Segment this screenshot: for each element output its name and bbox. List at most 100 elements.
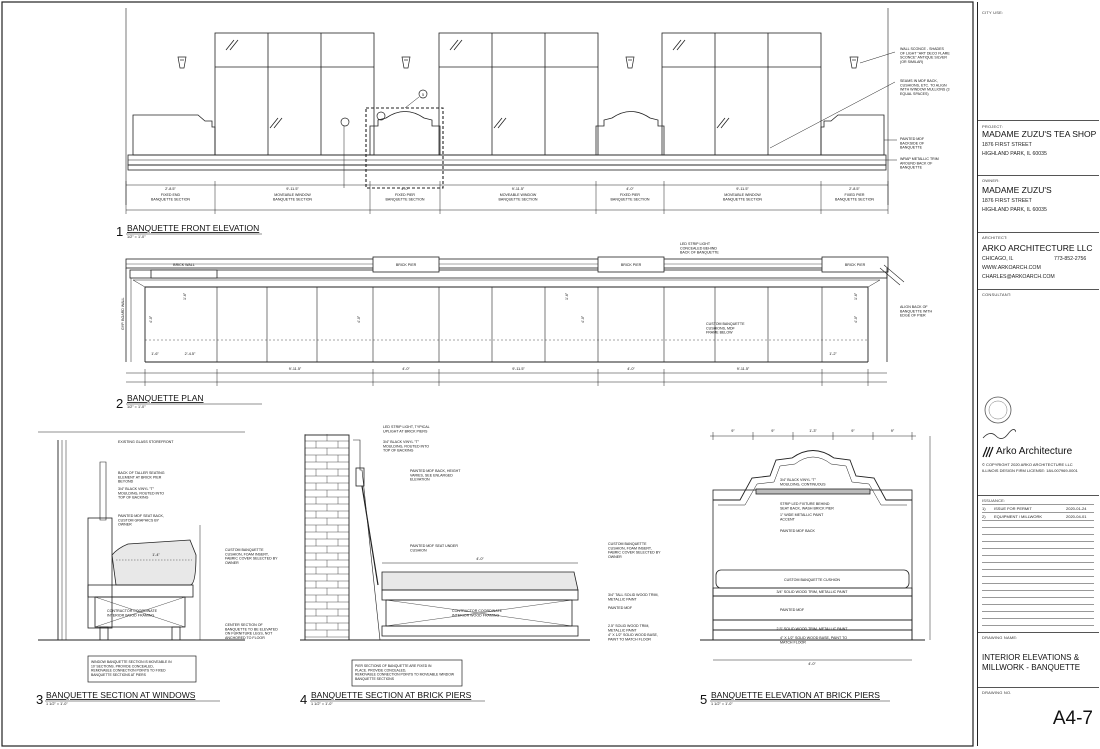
dimension-label: 4'-0" <box>808 662 816 666</box>
issuance-blank-line <box>982 597 1094 598</box>
note-text: EXISTING GLASS STOREFRONT <box>118 440 174 444</box>
architect-label: ARCHITECT: <box>982 235 1008 240</box>
dimension-label: 4'-0" <box>581 315 585 323</box>
svg-text:1 1/2" = 1'-0": 1 1/2" = 1'-0" <box>711 702 733 706</box>
dimension-label: 9" <box>731 429 735 433</box>
drawing-name-label: DRAWING NAME: <box>982 635 1018 640</box>
view-1-number: 1 <box>116 224 123 239</box>
view-titles: 1 BANQUETTE FRONT ELEVATION 1/2" = 1'-0"… <box>36 223 890 707</box>
view-4-title: BANQUETTE SECTION AT BRICK PIERS <box>311 690 472 700</box>
drawing-number: A4-7 <box>1052 708 1093 729</box>
dimension-label: 4'-0" <box>626 187 634 191</box>
architect-email: CHARLES@ARKOARCH.COM <box>982 274 1055 280</box>
issuance-blank-line <box>982 604 1094 605</box>
dimension-label: 9'-11.5" <box>736 187 749 191</box>
dimension-label: 1'-6" <box>151 352 159 356</box>
issuance-blank-line <box>982 541 1094 542</box>
project-name: MADAME ZUZU'S TEA SHOP <box>982 129 1097 139</box>
dimension-label: 9" <box>771 429 775 433</box>
issuance-blank-line <box>982 534 1094 535</box>
issuance-desc: EQUIPMENT / MILLWORK <box>994 514 1043 519</box>
issuance-desc: ISSUE FOR PERMIT <box>994 506 1032 511</box>
plan-label: BRICK PIER <box>396 263 417 267</box>
drawing-name-1: INTERIOR ELEVATIONS & <box>982 653 1080 662</box>
dimension-label: 2'-8.5" <box>849 187 860 191</box>
note-text: 3/4" TALL SOLID WOOD TRIM,METALLIC PAINT <box>608 593 658 601</box>
note-box <box>87 655 197 683</box>
view-1-title: BANQUETTE FRONT ELEVATION <box>127 223 259 233</box>
view-3-title: BANQUETTE SECTION AT WINDOWS <box>46 690 196 700</box>
issuance-blank-line <box>982 527 1094 528</box>
dimension-label: 1'-6" <box>565 292 569 300</box>
window-2 <box>438 32 599 156</box>
note-text: 4" X 1/2" SOLID WOOD BASE,PAINT TO MATCH… <box>608 633 658 641</box>
arko-logo-icon <box>982 446 994 458</box>
issuance-blank-line <box>982 548 1094 549</box>
dimension-label: 2'-4.5" <box>185 352 196 356</box>
svg-text:1 1/2" = 1'-0": 1 1/2" = 1'-0" <box>311 702 333 706</box>
city-use-label: CITY USE: <box>982 10 1004 15</box>
architect-name: ARKO ARCHITECTURE LLC <box>982 243 1093 253</box>
note-text: PAINTED MDF SEAT BACK,CUSTOM GRAPHICS BY… <box>118 514 164 527</box>
note-text: SEAMS IN MDF BACK,CUSHIONS, ETC. TO ALIG… <box>900 79 950 96</box>
dimension-label: 4'-0" <box>357 315 361 323</box>
dimension-label: 9'-11.5" <box>286 187 299 191</box>
note-text: 3/4" BLACK VINYL "T"MOULDING, ROUTED INT… <box>383 440 429 453</box>
project-address-1: 1876 FIRST STREET <box>982 142 1032 148</box>
view-4-number: 4 <box>300 692 307 707</box>
section-at-brick-piers <box>300 434 590 687</box>
dimension-label: 4'-0" <box>401 187 409 191</box>
logo-text: Arko Architecture <box>996 446 1073 457</box>
issuance-no: 2) <box>982 514 986 519</box>
dimension-label: 9'-11.5" <box>289 367 302 371</box>
dimension-label: 1'-4" <box>152 553 160 557</box>
wall-sconce-icon <box>177 56 859 69</box>
plan-label: BRICK PIER <box>621 263 642 267</box>
dimension-label: 1'-6" <box>183 292 187 300</box>
note-box <box>351 659 463 687</box>
dimension-label: 2'-8.5" <box>165 187 176 191</box>
drawing-canvas: 1 BANQUETTE FRONT ELEVATION 1/2" = 1'-0"… <box>1 1 974 747</box>
drawing-name-2: MILLWORK - BANQUETTE <box>982 663 1081 672</box>
plan-label: BRICK PIER <box>845 263 866 267</box>
dimension-label: 9'-11.5" <box>512 367 525 371</box>
dimension-label: 4'-0" <box>627 367 635 371</box>
dimension-label: 4'-0" <box>476 557 484 561</box>
consultant-label: CONSULTANT: <box>982 292 1012 297</box>
note-text: PAINTED MDF BACK <box>780 529 815 533</box>
dimension-label: 9" <box>891 429 895 433</box>
issuance-date: 2020-04-01 <box>1066 514 1087 519</box>
issuance-blank-line <box>982 590 1094 591</box>
note-text: PAINTED MDF <box>608 606 633 610</box>
svg-text:1 1/2" = 1'-0": 1 1/2" = 1'-0" <box>46 702 68 706</box>
note-text: 3/4" BLACK VINYL "T"MOULDING, CONTINUOUS <box>780 478 826 486</box>
note-text: 2.5" SOLID WOOD TRIM, METALLIC PAINT <box>777 627 849 631</box>
copyright: © COPYRIGHT 2020 ARKO ARCHITECTURE LLC <box>982 462 1073 467</box>
owner-name: MADAME ZUZU'S <box>982 185 1052 195</box>
view-5-number: 5 <box>700 692 707 707</box>
architect-phone: 773-852-2756 <box>1054 256 1087 262</box>
plan-label: GYP. BOARD WALL <box>121 297 125 330</box>
dimension-label: 4'-0" <box>402 367 410 371</box>
architect-seal-icon <box>982 396 1016 439</box>
note-text: 3/4" BLACK VINYL "T"MOULDING, ROUTED INT… <box>118 487 164 500</box>
issuance-blank-line <box>982 618 1094 619</box>
plan-label: BRICK WALL <box>173 263 195 267</box>
issuance-blank-line <box>982 520 1094 521</box>
